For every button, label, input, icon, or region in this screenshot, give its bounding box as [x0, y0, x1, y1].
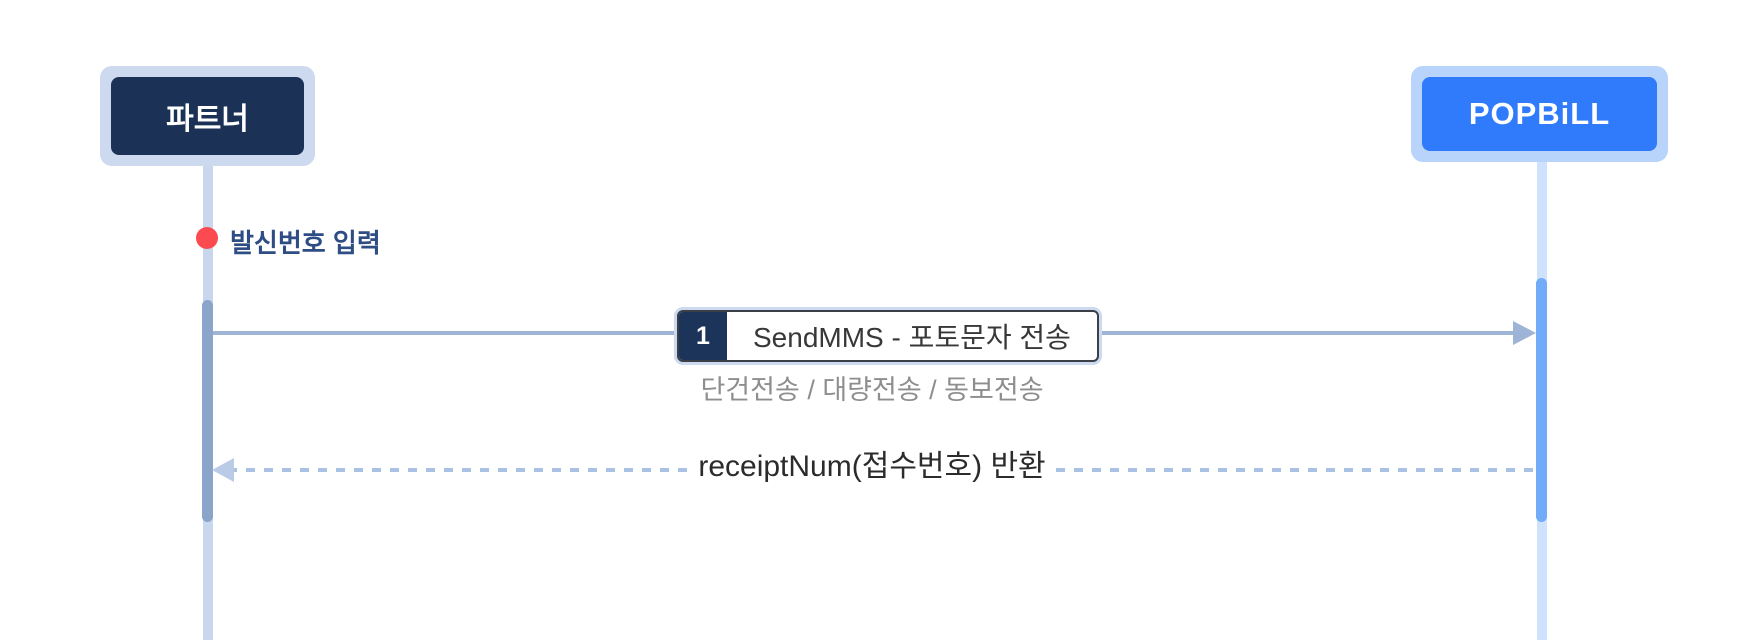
request-arrowhead-icon — [1513, 321, 1536, 345]
partner-actor-label: 파트너 — [111, 77, 304, 155]
response-arrowhead-icon — [212, 458, 234, 482]
start-dot-icon — [196, 227, 218, 249]
popbill-activation-bar — [1536, 278, 1547, 522]
partner-actor-box: 파트너 — [100, 66, 315, 166]
popbill-actor-box: POPBiLL — [1411, 66, 1668, 162]
request-message-label: 1 SendMMS - 포토문자 전송 — [677, 310, 1099, 362]
request-subtitle: 단건전송 / 대량전송 / 동보전송 — [690, 372, 1054, 408]
request-message-text: SendMMS - 포토문자 전송 — [753, 322, 1071, 353]
start-note-label: 발신번호 입력 — [230, 228, 381, 258]
popbill-actor-label: POPBiLL — [1422, 77, 1657, 151]
response-message-label: receiptNum(접수번호) 반환 — [688, 447, 1056, 487]
partner-activation-bar — [202, 300, 213, 522]
step-number-badge: 1 — [679, 312, 727, 360]
